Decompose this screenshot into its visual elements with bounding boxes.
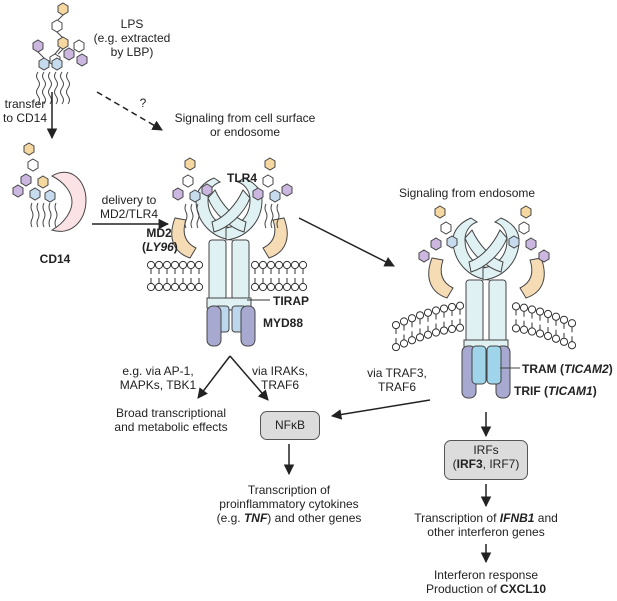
md2-label: MD2 (LY96) [142,226,178,254]
signaling-arrows [197,355,492,564]
tirap-label: TIRAP [273,294,309,308]
via-traf3-label: via TRAF3, TRAF6 [367,366,427,394]
via-ap1-label: e.g. via AP-1, MAPKs, TBK1 [119,364,197,392]
tram-label: TRAM (TICAM2) [522,362,613,376]
ifnb-label: Transcription of IFNB1 and other interfe… [414,511,558,539]
irfs-box: IRFs (IRF3, IRF7) [444,440,528,480]
interferon-label: Interferon response Production of CXCL10 [425,568,547,596]
tlr4-label: TLR4 [227,171,257,185]
transfer-label: transfer to CD14 [2,97,48,125]
via-iraks-label: via IRAKs, TRAF6 [251,364,308,392]
endosome-membrane [391,301,577,352]
myd88-label: MYD88 [263,316,304,330]
cd14-label: CD14 [39,252,71,266]
trif-label: TRIF (TICAM1) [514,384,597,398]
signaling-endosome-label: Signaling from endosome [398,186,536,200]
proinflammatory-label: Transcription of proinflammatory cytokin… [216,483,362,525]
question-mark: ? [139,96,147,110]
lps-bound-left [172,157,293,229]
lps-bound-right [418,205,550,263]
endosome-arrow [298,217,395,267]
plasma-membrane [146,260,308,292]
nfkb-box: NFκB [260,411,320,440]
broad-effects-label: Broad transcriptional and metabolic effe… [114,406,228,434]
lps-label: LPS (e.g. extracted by LBP) [93,17,171,59]
delivery-label: delivery to MD2/TLR4 [99,193,158,221]
cd14-lps-complex [12,142,87,232]
unknown-route-arrow [96,91,163,131]
lps-molecule [32,2,88,105]
tlr4-complex-endosome [428,217,545,399]
signaling-surface-label: Signaling from cell surface or endosome [174,111,316,139]
